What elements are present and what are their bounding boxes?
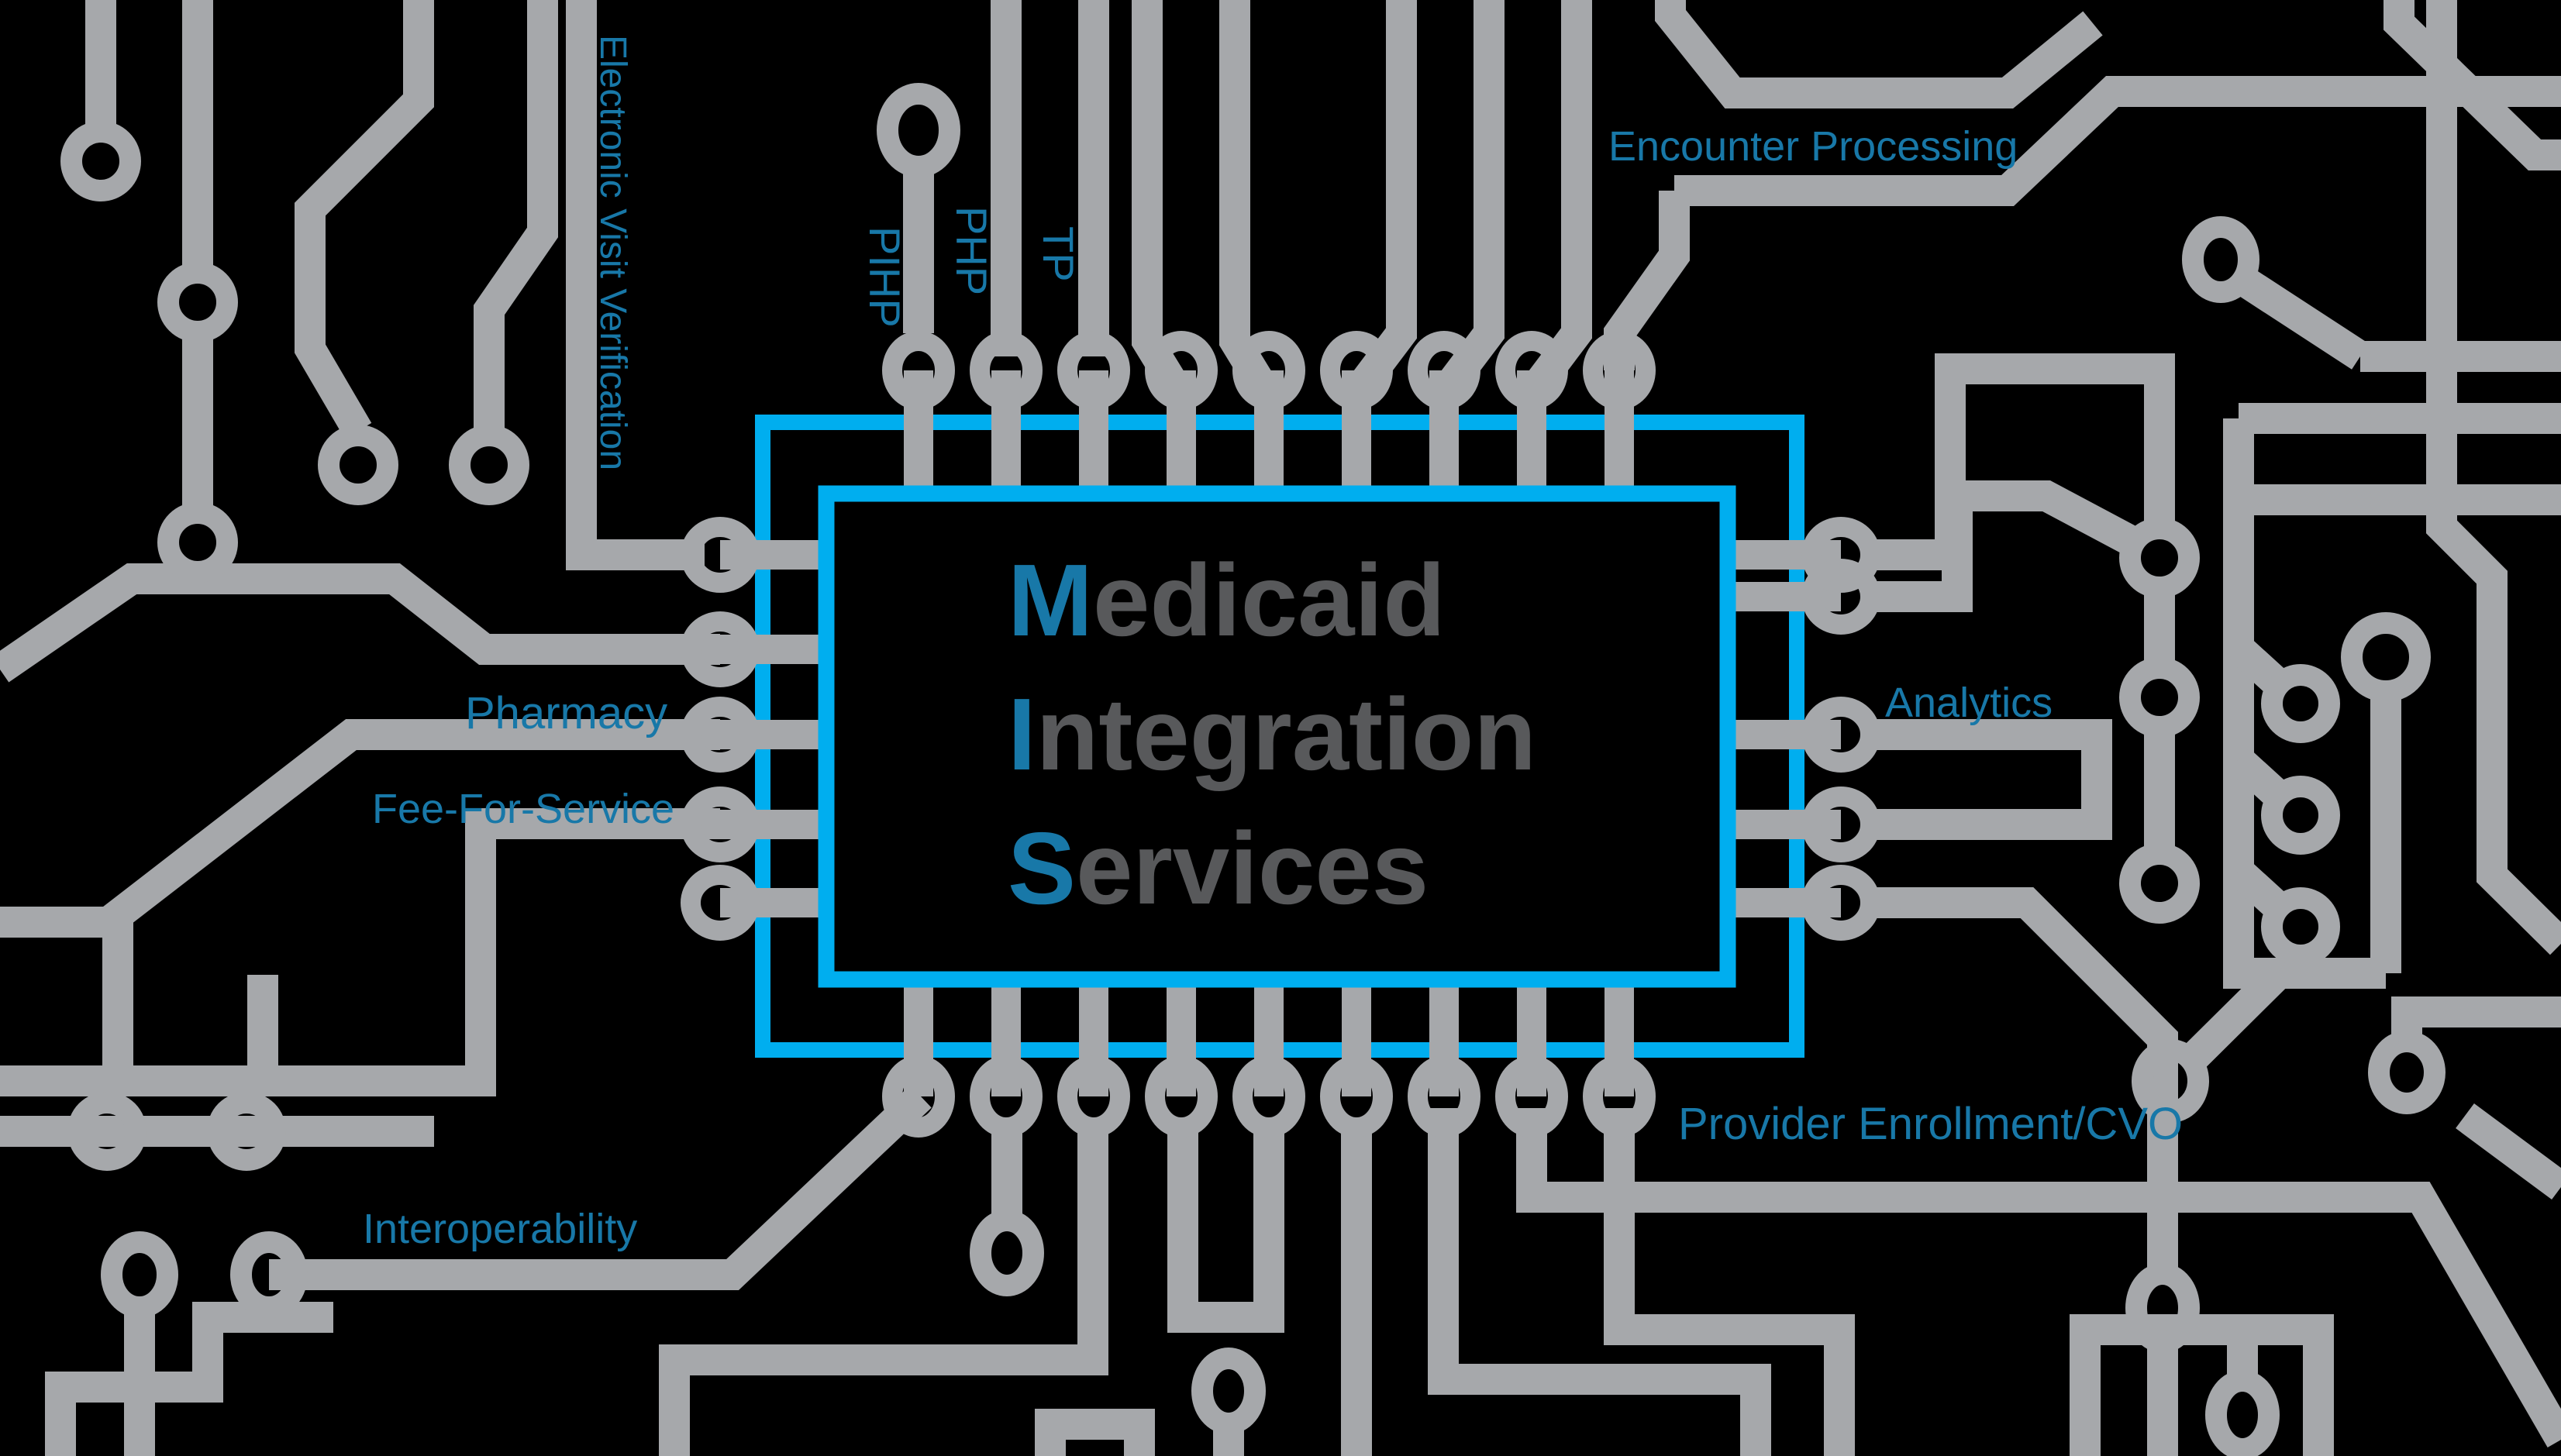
via: [2119, 518, 2200, 598]
pin-ring: [681, 611, 760, 687]
trace: [1604, 1108, 1855, 1456]
via: [2341, 612, 2431, 702]
via: [2261, 887, 2340, 966]
via: [207, 1092, 286, 1171]
chip-title-line-1: Medicaid: [1008, 543, 1446, 657]
via: [877, 83, 960, 177]
via: [2205, 1370, 2280, 1456]
pin-ring: [1495, 331, 1568, 410]
pin-ring: [1232, 1055, 1305, 1138]
label-interoperability: Interoperability: [363, 1206, 637, 1252]
label-tp: TP: [1034, 226, 1083, 282]
via: [157, 502, 238, 583]
pin-ring: [681, 787, 760, 862]
trace: [2391, 996, 2561, 1040]
via: [230, 1231, 308, 1318]
trace: [2229, 263, 2369, 370]
via: [60, 121, 141, 201]
trace: [1167, 1130, 1284, 1333]
trace-interoperability: [269, 1085, 932, 1290]
trace-provider-enrollment: [1516, 1108, 2561, 1448]
via: [970, 1210, 1044, 1296]
pin-ring: [1057, 1055, 1130, 1138]
pin-ring: [1801, 787, 1880, 862]
pin-ring: [1320, 331, 1393, 410]
trace: [1876, 353, 2175, 570]
trace-fee-for-service: [0, 808, 720, 1096]
pin-ring: [882, 1055, 955, 1138]
via: [2368, 1031, 2446, 1114]
trace: [1428, 1108, 1771, 1456]
trace: [1655, 0, 2103, 108]
trace: [1604, 191, 1690, 370]
pin-ring: [970, 1055, 1043, 1138]
pin-ring: [1801, 865, 1880, 941]
vias: [60, 83, 2446, 1456]
pin-ring: [1583, 1055, 1656, 1138]
pin-ring: [1145, 1055, 1218, 1138]
trace: [1344, 0, 1417, 403]
chip-title-line-3: Services: [1008, 811, 1429, 925]
pin-ring: [882, 331, 955, 410]
trace-encounter: [1674, 76, 2561, 206]
labels: Electronic Visit Verification PIHP PHP T…: [363, 35, 2183, 1252]
trace: [45, 1302, 333, 1456]
label-electronic-visit-verification: Electronic Visit Verification: [592, 35, 633, 470]
label-analytics: Analytics: [1885, 680, 2053, 726]
via: [101, 1231, 178, 1318]
trace: [0, 563, 720, 683]
via: [67, 1092, 146, 1171]
via: [449, 425, 529, 505]
via: [2132, 1039, 2209, 1123]
label-provider-enrollment-cvo: Provider Enrollment/CVO: [1678, 1099, 2183, 1149]
pin-ring: [1801, 697, 1880, 773]
trace: [659, 1130, 1108, 1456]
pin-ring: [1408, 1055, 1480, 1138]
trace: [1876, 887, 2178, 1274]
chip-title-line-2: Integration: [1008, 677, 1536, 791]
pin-ring: [1583, 331, 1656, 410]
pin-ring: [1801, 559, 1880, 635]
pin-ring: [681, 697, 760, 773]
chip-body: [818, 485, 1736, 988]
via: [2125, 1263, 2200, 1353]
via: [157, 262, 238, 342]
pin-ring: [1320, 1055, 1393, 1138]
pin-ring: [970, 331, 1043, 410]
pin-ring: [1495, 1055, 1568, 1138]
label-fee-for-service: Fee-For-Service: [372, 786, 674, 832]
pin-ring: [681, 865, 760, 941]
via: [2119, 843, 2200, 924]
trace-pharmacy: [0, 719, 720, 938]
pin-ring: [1232, 331, 1305, 410]
pin-ring: [681, 517, 760, 593]
label-pihp: PIHP: [860, 226, 909, 328]
trace: [1432, 0, 1505, 403]
trace: [2070, 1314, 2334, 1456]
pin-ring: [1145, 331, 1218, 410]
via: [2261, 664, 2340, 743]
trace: [295, 0, 434, 439]
via: [2182, 216, 2259, 303]
trace: [2456, 1103, 2561, 1200]
trace: [1519, 0, 1592, 403]
via: [2261, 776, 2340, 855]
trace: [1876, 480, 2150, 612]
via: [318, 425, 398, 505]
via: [2119, 657, 2200, 738]
pin-ring: [1801, 517, 1880, 593]
trace-analytics: [1876, 719, 2112, 840]
pin-ring: [1057, 331, 1130, 410]
trace: [474, 0, 558, 431]
label-pharmacy: Pharmacy: [465, 688, 667, 738]
label-php: PHP: [947, 206, 996, 295]
pin-ring: [1408, 331, 1480, 410]
trace-evv: [566, 0, 705, 570]
trace: [1035, 1409, 1155, 1456]
chip-title: Medicaid Integration Services: [1008, 543, 1536, 925]
trace: [2223, 418, 2386, 989]
via: [1191, 1348, 1266, 1434]
label-encounter-processing: Encounter Processing: [1608, 123, 2018, 170]
